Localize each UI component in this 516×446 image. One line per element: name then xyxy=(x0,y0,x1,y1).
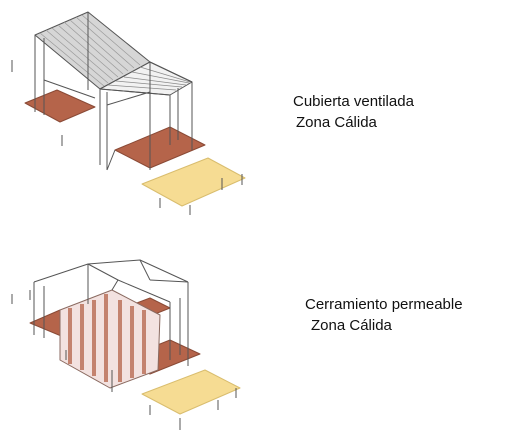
caption-title: Cerramiento permeable xyxy=(305,296,463,313)
isometric-house-permeable-enclosure-icon xyxy=(11,259,241,430)
floor-slab-left xyxy=(24,89,96,123)
caption-zone: Zona Cálida xyxy=(311,317,392,334)
caption-title: Cubierta ventilada xyxy=(293,93,414,110)
isometric-house-ventilated-roof-icon xyxy=(11,11,246,215)
caption-ventilated-roof: Cubierta ventilada Zona Cálida xyxy=(293,91,414,133)
caption-zone: Zona Cálida xyxy=(296,114,377,131)
sand-deck xyxy=(141,157,246,207)
ventilated-roof-diagram xyxy=(0,0,290,220)
floor-slab-right xyxy=(114,126,206,169)
sand-deck xyxy=(141,369,241,415)
permeable-enclosure-diagram xyxy=(0,220,290,446)
caption-permeable-enclosure: Cerramiento permeable Zona Cálida xyxy=(305,294,463,336)
